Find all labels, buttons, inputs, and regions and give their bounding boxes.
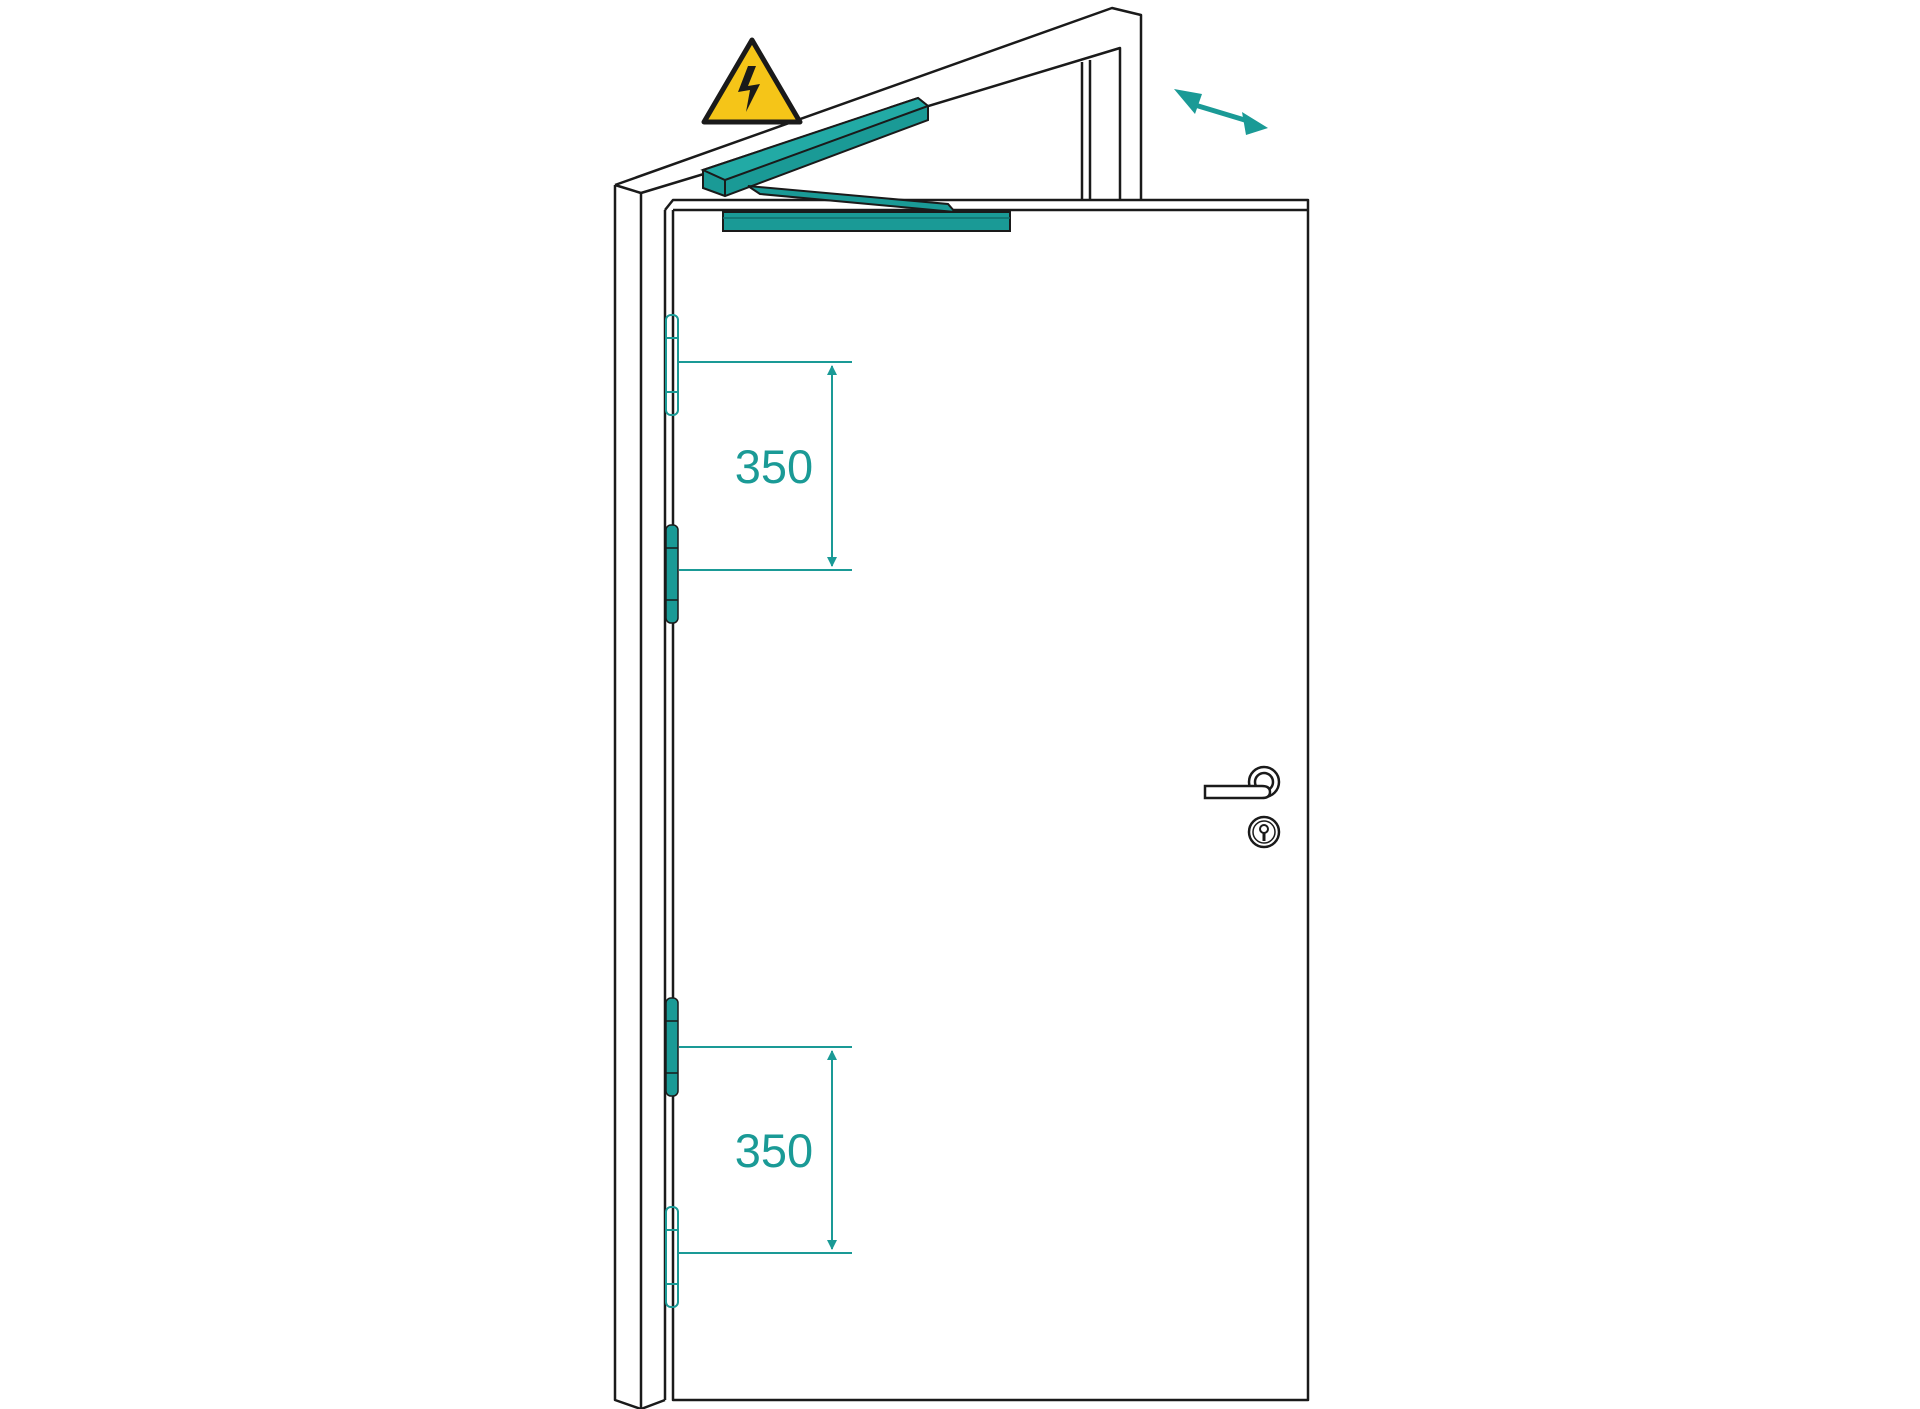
hinge-bottom: [665, 1206, 679, 1308]
hinge-upper-middle: [665, 524, 679, 624]
closer-slide-rail: [722, 211, 1011, 232]
hinge-top: [665, 314, 679, 416]
hinge-lower-middle: [665, 997, 679, 1097]
dimension-upper: [679, 361, 852, 571]
lock-cylinder-keyhole-icon: [1247, 815, 1281, 849]
electrical-hazard-warning-icon: [701, 37, 803, 125]
door-lever-handle-icon: [1203, 765, 1281, 800]
double-headed-arrow-icon: [1174, 89, 1268, 135]
door-closer: [700, 96, 1011, 232]
dimension-lower: [679, 1046, 852, 1254]
door-leaf: [664, 198, 1310, 1402]
dimension-upper-label: 350: [735, 440, 813, 493]
dimension-lower-label: 350: [735, 1124, 813, 1177]
